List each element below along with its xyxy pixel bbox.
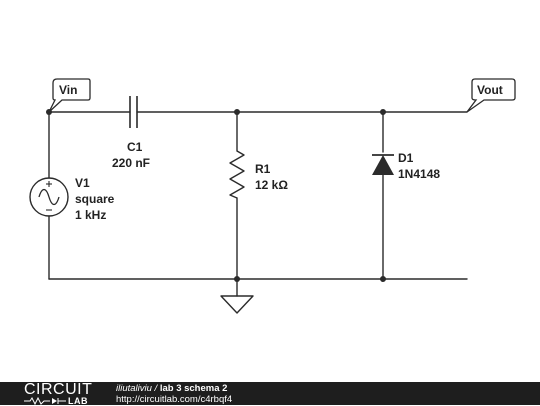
vout-label: Vout: [477, 83, 503, 97]
circuit-meta: iliutaliviu / lab 3 schema 2 http://circ…: [116, 384, 232, 405]
d1-part: 1N4148: [398, 167, 440, 181]
title-separator: /: [151, 383, 160, 394]
ac-source-icon: [29, 177, 69, 217]
junction-dot: [380, 109, 386, 115]
vin-net-tag: Vin: [48, 78, 91, 113]
circuit-url[interactable]: http://circuitlab.com/c4rbqf4: [116, 394, 233, 405]
junction-dot: [380, 276, 386, 282]
resistor-diode-logo-icon: [24, 396, 66, 406]
schematic-diagram: Vin Vout C1 220 nF R1 12 kΩ D1 1N4148 V1…: [29, 78, 516, 314]
author-name[interactable]: iliutaliviu: [116, 383, 152, 394]
logo-text-lab: LAB: [68, 396, 88, 406]
resistor-icon: [229, 150, 245, 199]
vin-label: Vin: [59, 83, 77, 97]
v1-freq: 1 kHz: [75, 208, 106, 222]
vout-net-tag: Vout: [466, 78, 516, 113]
r1-name: R1: [255, 162, 271, 176]
c1-name: C1: [127, 140, 143, 154]
footer-bar: CIRCUIT LAB iliutaliviu / lab 3 schema 2…: [0, 381, 540, 406]
capacitor-icon: [129, 96, 138, 128]
logo-text-circuit: CIRCUIT: [24, 381, 93, 398]
v1-name: V1: [75, 176, 90, 190]
d1-name: D1: [398, 151, 414, 165]
junction-dot: [234, 276, 240, 282]
circuit-title: lab 3 schema 2: [159, 383, 228, 394]
junction-dot: [234, 109, 240, 115]
r1-value: 12 kΩ: [255, 178, 288, 192]
circuitlab-logo[interactable]: CIRCUIT LAB: [24, 381, 104, 406]
diode-icon: [372, 154, 394, 175]
v1-wave: square: [75, 192, 115, 206]
ground-icon: [220, 295, 254, 314]
c1-value: 220 nF: [112, 156, 150, 170]
